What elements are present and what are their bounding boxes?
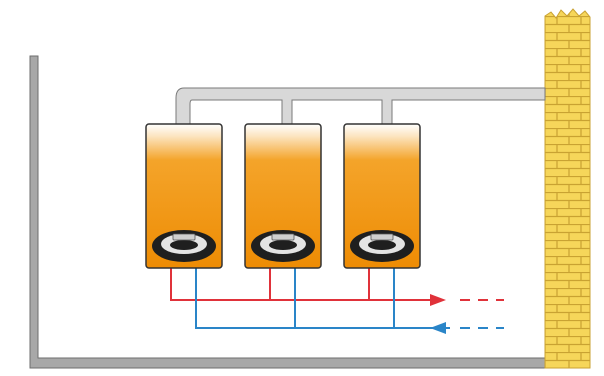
flow-out-arrow xyxy=(430,294,446,306)
boiler-2 xyxy=(244,123,322,269)
cold-return-pipe xyxy=(195,268,504,329)
boiler-1 xyxy=(145,123,223,269)
hot-flow-pipe xyxy=(170,268,504,301)
return-in-arrow xyxy=(430,322,446,334)
flue-header xyxy=(175,87,546,125)
boiler-3 xyxy=(343,123,421,269)
brick-wall xyxy=(544,8,591,369)
